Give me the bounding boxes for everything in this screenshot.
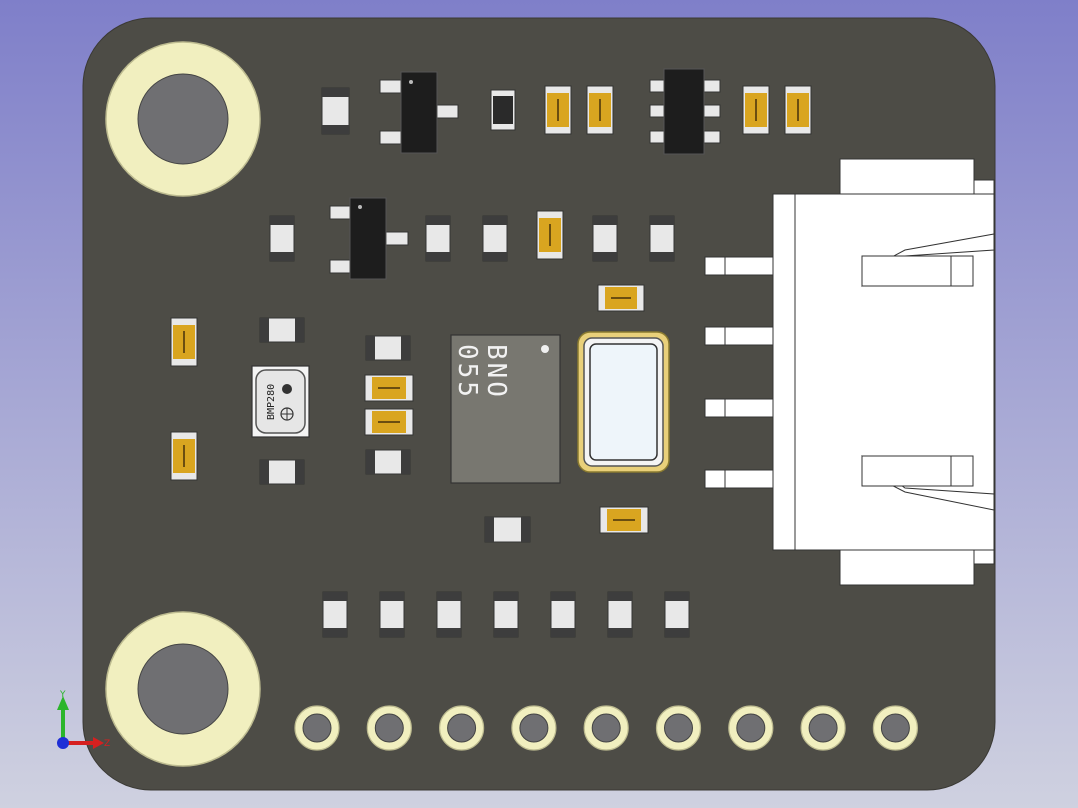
resistor-bottom-1[interactable] [322, 591, 348, 638]
resistor-row2-2[interactable] [425, 215, 451, 262]
capacitor-left-bottom[interactable] [170, 431, 198, 481]
resistor-group-row2 [269, 210, 675, 262]
resistor-bottom-6[interactable] [607, 591, 633, 638]
z-axis-dot [57, 737, 69, 749]
connector-pin-2 [704, 326, 774, 346]
connector-pins [704, 256, 774, 489]
capacitor-group-mid [364, 374, 414, 436]
sot223-regulator-u1[interactable] [649, 68, 721, 155]
connector-pin-1 [704, 256, 774, 276]
diode-d1[interactable] [490, 89, 516, 131]
capacitor-group-left [170, 317, 198, 481]
resistor-r-below-bno[interactable] [484, 516, 531, 543]
resistor-r-left-top[interactable] [259, 317, 305, 343]
resistor-bottom-3[interactable] [436, 591, 462, 638]
header-pin-9[interactable] [872, 705, 919, 751]
header-pin-5[interactable] [583, 705, 629, 751]
bno055-label-line1: BNO [481, 344, 511, 400]
resistor-bottom-2[interactable] [379, 591, 405, 638]
header-pin-3[interactable] [439, 705, 485, 751]
connector-pin-3 [704, 398, 774, 418]
header-pin-row [294, 705, 919, 751]
capacitor-mid-2[interactable] [364, 408, 414, 436]
capacitor-mid-1[interactable] [364, 374, 414, 402]
sot23-transistor-q2[interactable] [329, 197, 409, 280]
header-pin-4[interactable] [511, 705, 557, 751]
mounting-hole-bottom-left[interactable] [105, 611, 261, 767]
resistor-r-mid-top[interactable] [365, 335, 411, 361]
bno055-chip[interactable]: BNO 055 [450, 334, 561, 484]
resistor-r-left-bottom[interactable] [259, 459, 305, 485]
capacitor-c-crystal-top[interactable] [597, 284, 645, 312]
resistor-r1[interactable] [321, 87, 350, 135]
connector-pin-4 [704, 469, 774, 489]
capacitor-row2[interactable] [536, 210, 564, 260]
y-axis-label: Y [59, 690, 66, 700]
sot23-transistor-q1[interactable] [379, 71, 459, 154]
resistor-group-bottom [322, 591, 690, 638]
capacitor-top-2[interactable] [586, 85, 614, 135]
resistor-row2-5[interactable] [649, 215, 675, 262]
resistor-row2-1[interactable] [269, 215, 295, 262]
capacitor-top-3[interactable] [742, 85, 770, 135]
resistor-r-mid-bottom[interactable] [365, 449, 411, 475]
header-pin-7[interactable] [728, 705, 774, 751]
resistor-bottom-5[interactable] [550, 591, 576, 638]
capacitor-group-top [544, 85, 812, 135]
capacitor-c-crystal-bottom[interactable] [599, 506, 649, 534]
header-pin-1[interactable] [294, 705, 340, 751]
jst-connector[interactable] [704, 158, 995, 586]
header-pin-8[interactable] [800, 705, 846, 751]
header-pin-2[interactable] [366, 705, 412, 751]
capacitor-left-top[interactable] [170, 317, 198, 367]
mounting-hole-top-left[interactable] [105, 41, 261, 197]
header-pin-6[interactable] [655, 705, 702, 751]
axis-triad: Y Z [57, 690, 110, 749]
bno055-label-line2: 055 [452, 344, 482, 400]
crystal-oscillator[interactable] [577, 331, 670, 473]
bmp280-label: BMP280 [266, 384, 277, 420]
resistor-bottom-7[interactable] [664, 591, 690, 638]
resistor-row2-4[interactable] [592, 215, 618, 262]
z-axis-label: Z [104, 739, 110, 749]
resistor-bottom-4[interactable] [493, 591, 519, 638]
capacitor-top-4[interactable] [784, 85, 812, 135]
capacitor-top-1[interactable] [544, 85, 572, 135]
bmp280-sensor[interactable]: BMP280 [251, 365, 310, 438]
resistor-row2-3[interactable] [482, 215, 508, 262]
